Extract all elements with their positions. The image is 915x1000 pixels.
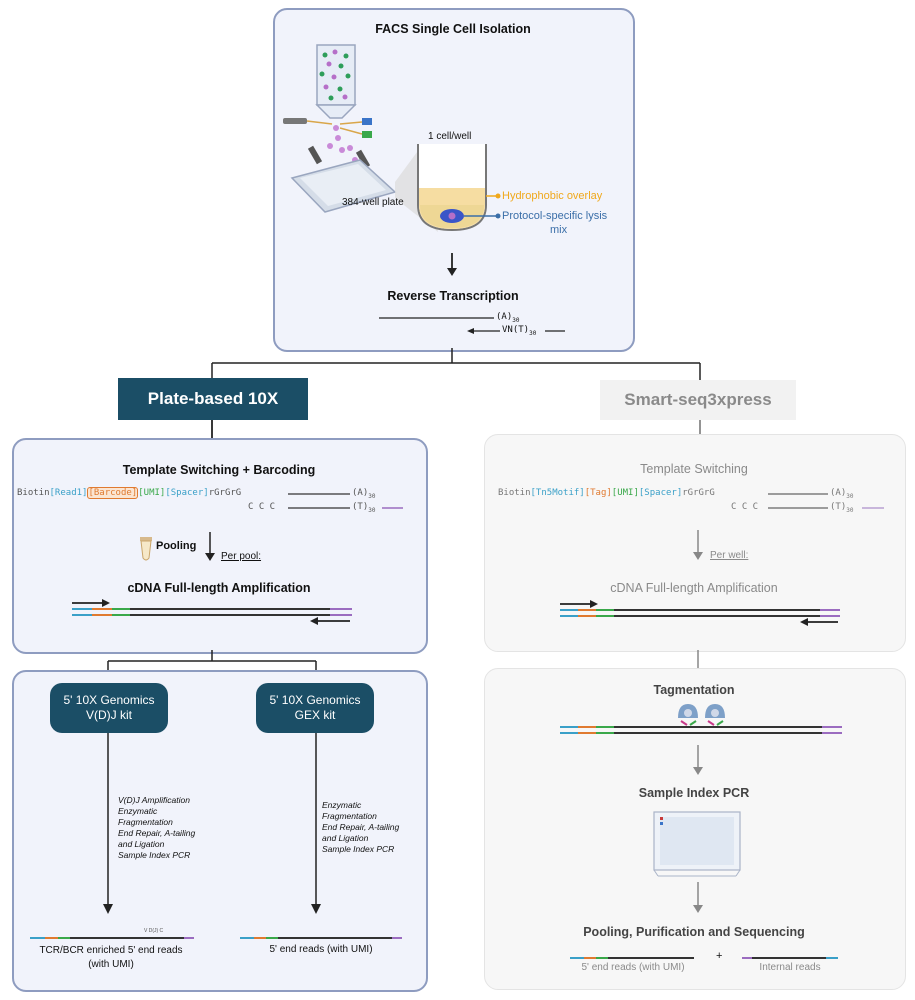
tcr-bcr-output-line1: TCR/BCR enriched 5' end reads <box>39 945 183 956</box>
rt-title: Reverse Transcription <box>387 289 519 303</box>
right-output-label-2: Internal reads <box>759 962 821 973</box>
gex-steps: Enzymatic Fragmentation End Repair, A-ta… <box>322 800 399 855</box>
gex-step: and Ligation <box>322 833 369 843</box>
vdj-step: and Ligation <box>118 839 165 849</box>
gex-kit-box: 5' 10X Genomics GEX kit <box>256 683 374 733</box>
right-polyt: (T)30 <box>830 502 854 514</box>
vdj-kit-line2: V(D)J kit <box>86 708 132 722</box>
right-oligo-sequence: Biotin[Tn5Motif][Tag][UMI][Spacer]rGrGrG <box>498 488 715 498</box>
vdj-kit-box: 5' 10X Genomics V(D)J kit <box>50 683 168 733</box>
lysis-label: Protocol-specific lysis <box>502 210 608 222</box>
left-oligo-ccc: C C C <box>248 502 276 512</box>
plus-sign: + <box>716 950 723 962</box>
right-cdna-title: cDNA Full-length Amplification <box>610 581 778 595</box>
facs-title: FACS Single Cell Isolation <box>375 22 531 36</box>
right-amplicon <box>560 600 840 626</box>
tube-icon <box>140 537 152 561</box>
left-template-panel <box>12 438 428 654</box>
left-oligo-sequence: Biotin[Read1][Barcode][UMI][Spacer]rGrGr… <box>17 487 242 499</box>
vdj-step: Sample Index PCR <box>118 850 191 860</box>
right-output-label-1: 5' end reads (with UMI) <box>581 962 685 973</box>
right-oligo-ccc: C C C <box>731 502 759 512</box>
index-plate-icon <box>653 811 741 877</box>
gex-step: Sample Index PCR <box>322 844 395 854</box>
per-pool-label: Per pool: <box>221 551 262 562</box>
lysis-label-2: mix <box>550 224 568 236</box>
plate-label: 384-well plate <box>342 197 404 208</box>
gex-step: Fragmentation <box>322 811 377 821</box>
pooling-label: Pooling <box>156 540 197 552</box>
vdj-step: Fragmentation <box>118 817 173 827</box>
left-ts-title: Template Switching + Barcoding <box>122 463 316 477</box>
vdj-kit-line1: 5' 10X Genomics <box>63 693 155 707</box>
vdj-segment-tag: V D(J) C <box>144 928 164 934</box>
tagmented-fragment <box>560 726 842 734</box>
left-polyt: (T)30 <box>352 502 376 514</box>
tcr-bcr-output-label: TCR/BCR enriched 5' end reads (with UMI) <box>16 944 206 972</box>
overlay-label: Hydrophobic overlay <box>502 190 603 202</box>
per-well-label: Per well: <box>710 550 749 561</box>
left-amplicon <box>72 599 352 625</box>
right-ts-title: Template Switching <box>640 462 748 476</box>
gex-output-label: 5' end reads (with UMI) <box>269 944 373 955</box>
tn5-enzyme-icon <box>705 704 725 726</box>
tcr-bcr-output-line2: (with UMI) <box>88 959 134 970</box>
tn5-enzyme-icon <box>678 704 698 726</box>
gex-step: End Repair, A-tailing <box>322 822 400 832</box>
rt-polya: (A)30 <box>496 312 520 324</box>
smart-seq3xpress-header: Smart-seq3xpress <box>600 380 796 420</box>
gex-kit-line2: GEX kit <box>294 708 336 722</box>
gex-kit-line1: 5' 10X Genomics <box>269 693 361 707</box>
final-title: Pooling, Purification and Sequencing <box>583 925 805 939</box>
vdj-step: V(D)J Amplification <box>118 795 190 805</box>
right-polya: (A)30 <box>830 488 854 500</box>
cell-per-well-label: 1 cell/well <box>428 131 472 142</box>
plate-based-10x-header: Plate-based 10X <box>118 378 308 420</box>
sample-index-title: Sample Index PCR <box>638 786 750 800</box>
vdj-steps: V(D)J Amplification Enzymatic Fragmentat… <box>118 795 195 861</box>
cell-dots-icon <box>319 49 351 101</box>
left-polya: (A)30 <box>352 488 376 500</box>
vdj-step: End Repair, A-tailing <box>118 828 196 838</box>
gex-step: Enzymatic <box>322 800 362 810</box>
left-cdna-title: cDNA Full-length Amplification <box>127 581 311 595</box>
tagmentation-title: Tagmentation <box>653 683 735 697</box>
rt-primer: VN(T)30 <box>502 325 537 337</box>
vdj-step: Enzymatic <box>118 806 158 816</box>
